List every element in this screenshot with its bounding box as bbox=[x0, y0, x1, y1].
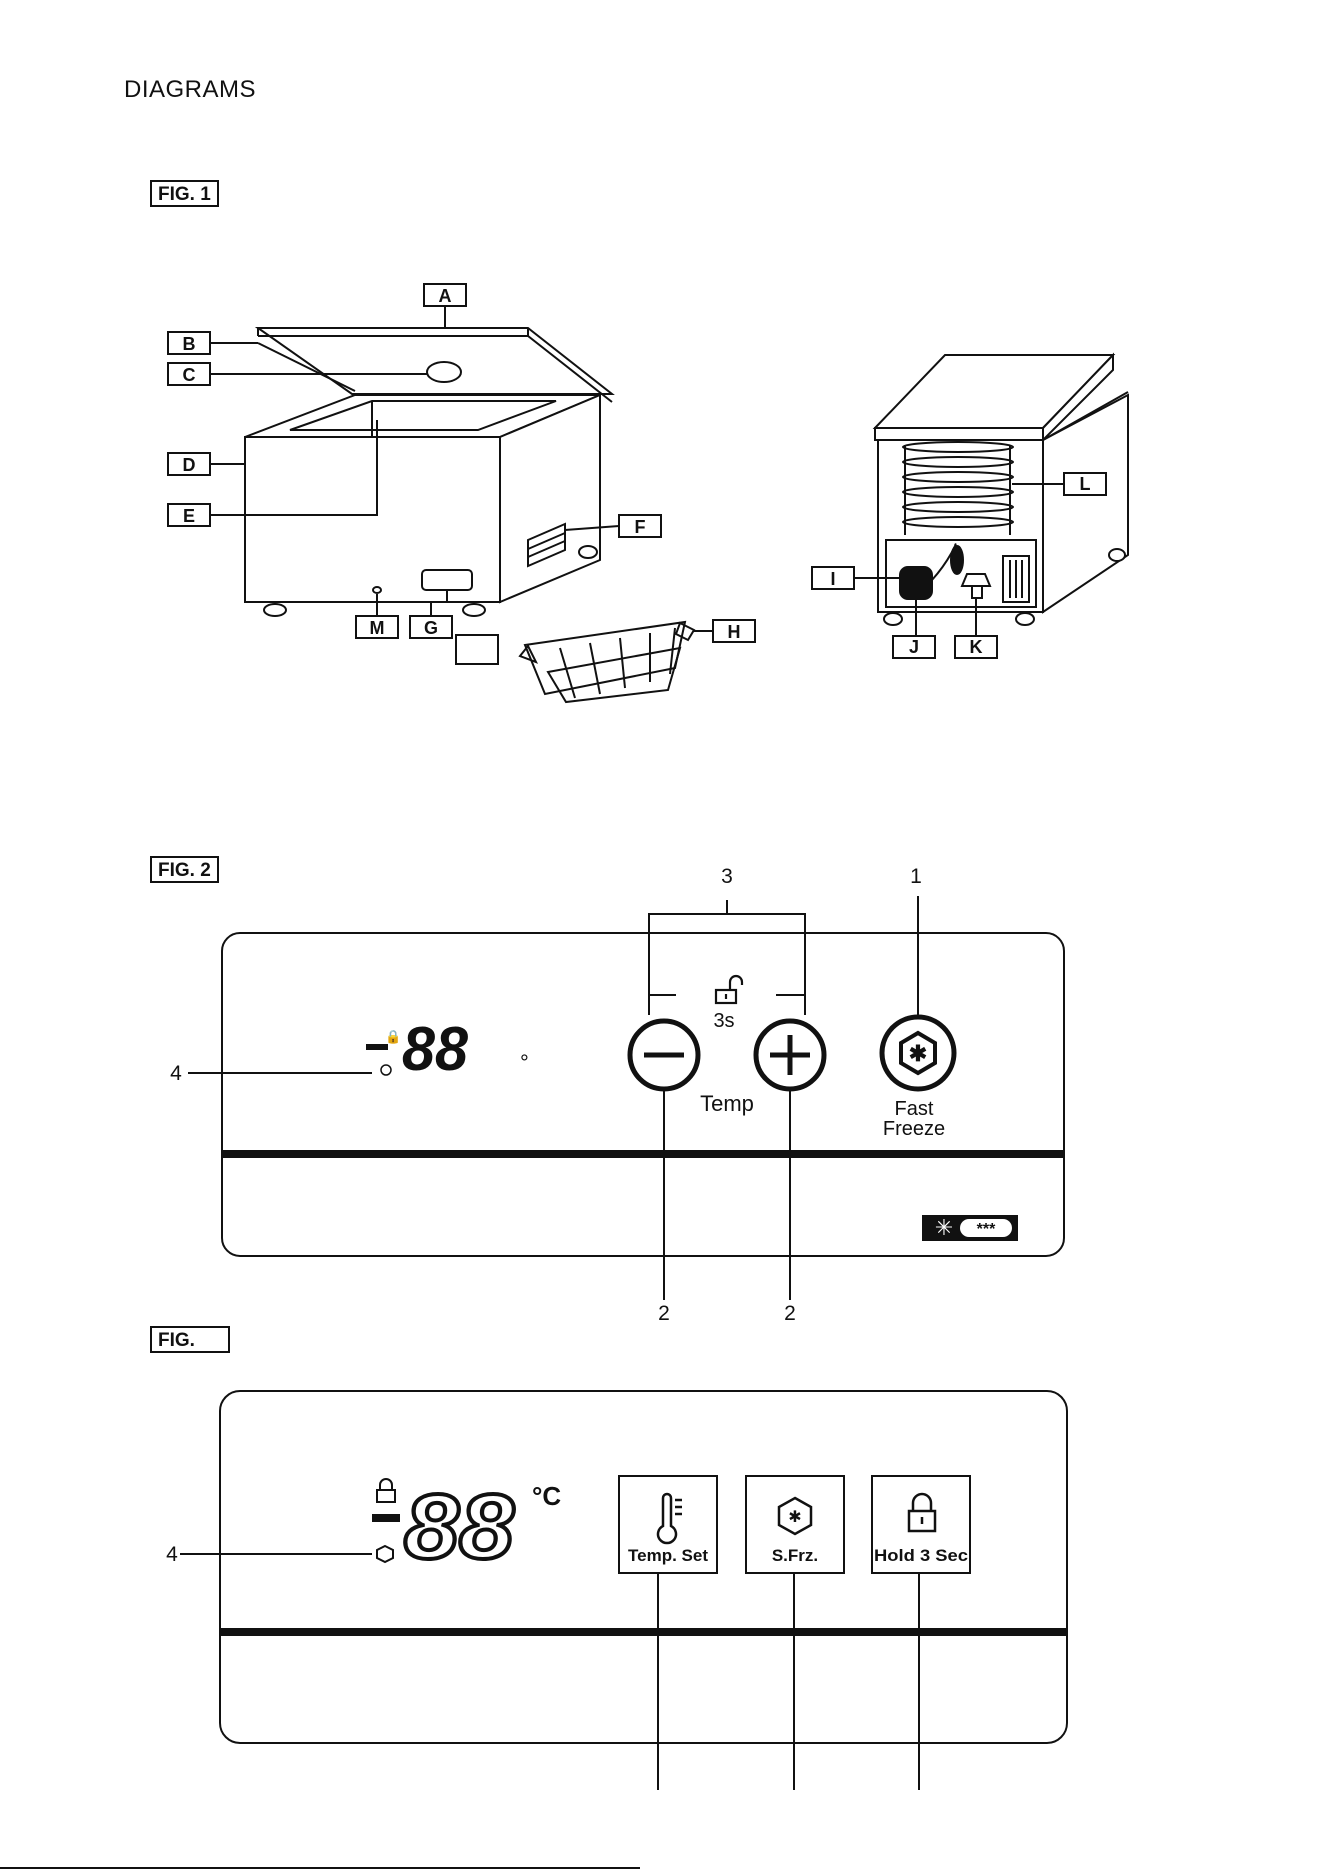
label-g: G bbox=[424, 618, 438, 638]
label-h: H bbox=[728, 622, 741, 642]
super-freeze-button[interactable]: ✱ S.Frz. bbox=[746, 1476, 844, 1573]
callout-3: 3 bbox=[721, 865, 733, 888]
temp-set-label: Temp. Set bbox=[628, 1546, 708, 1565]
fig3-callout-4: 4 bbox=[166, 1543, 178, 1566]
fig1-front-freezer bbox=[245, 328, 612, 664]
fig3-panel: 88 °C Temp. Set ✱ S.Frz. bbox=[166, 1391, 1067, 1790]
svg-text:✱: ✱ bbox=[788, 1509, 801, 1526]
lock-icon: 🔒 bbox=[385, 1029, 401, 1044]
label-l: L bbox=[1080, 474, 1091, 494]
label-e: E bbox=[183, 506, 195, 526]
label-a: A bbox=[439, 286, 452, 306]
fig2-degree: ° bbox=[520, 1050, 529, 1075]
callout-2-right: 2 bbox=[784, 1302, 796, 1325]
label-c: C bbox=[183, 365, 196, 385]
hold-label: Hold 3 Sec bbox=[874, 1546, 968, 1565]
label-f: F bbox=[635, 517, 646, 537]
callout-4: 4 bbox=[170, 1062, 182, 1085]
lid-ellipse bbox=[427, 362, 461, 382]
fig1-basket bbox=[520, 622, 694, 702]
temp-set-button[interactable]: Temp. Set bbox=[619, 1476, 717, 1573]
fast-freeze-label-1: Fast bbox=[895, 1098, 934, 1120]
snowflake-hexagon-icon bbox=[377, 1546, 393, 1562]
temp-label: Temp bbox=[700, 1091, 754, 1116]
lock-time-label: 3s bbox=[713, 1010, 734, 1032]
label-j: J bbox=[909, 637, 919, 657]
fig2-digits: 88 bbox=[402, 1015, 468, 1084]
svg-text:✱: ✱ bbox=[909, 1041, 927, 1066]
callout-2-left: 2 bbox=[658, 1302, 670, 1325]
label-k: K bbox=[970, 637, 983, 657]
super-freeze-label: S.Frz. bbox=[772, 1546, 818, 1565]
fig2-panel: ✱ 🔒 88 ° ✳ *** 3s Temp Fast Fr bbox=[170, 865, 1064, 1325]
fig3-digits: 88 bbox=[404, 1476, 515, 1578]
callout-1: 1 bbox=[910, 865, 922, 888]
label-m: M bbox=[370, 618, 385, 638]
label-b: B bbox=[183, 334, 196, 354]
label-d: D bbox=[183, 455, 196, 475]
hold-lock-button[interactable]: Hold 3 Sec bbox=[872, 1476, 970, 1573]
label-i: I bbox=[830, 569, 835, 589]
svg-text:✳: ✳ bbox=[935, 1215, 953, 1240]
fast-freeze-label-2: Freeze bbox=[883, 1118, 945, 1140]
star-rating-text: *** bbox=[977, 1221, 996, 1238]
fig3-unit: °C bbox=[532, 1481, 561, 1511]
